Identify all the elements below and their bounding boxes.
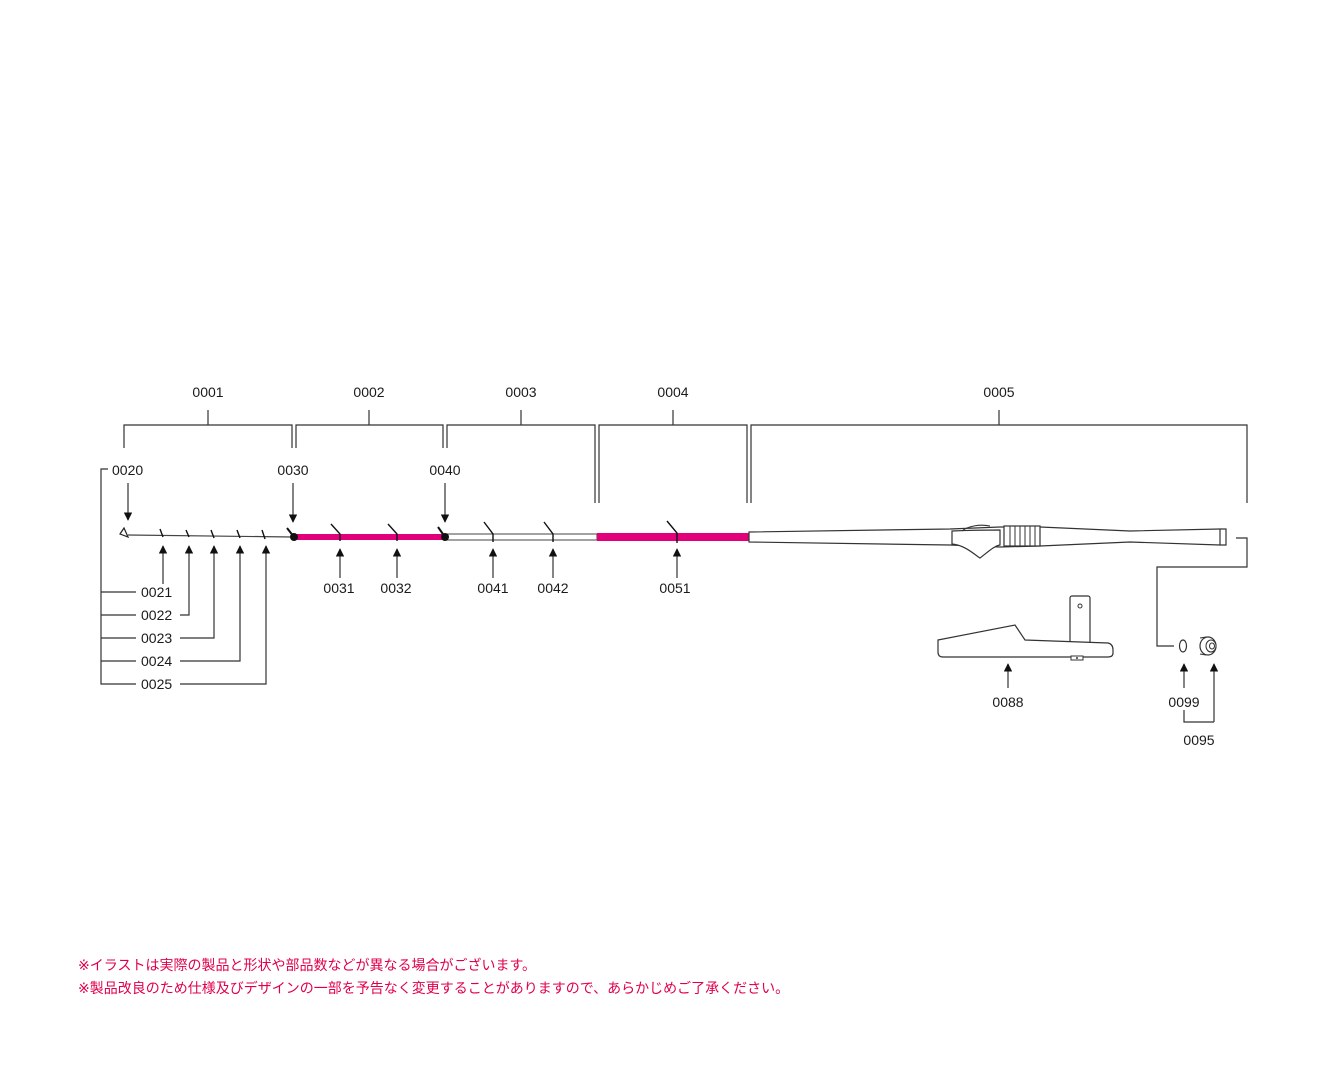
- rod-blank: [119, 524, 1227, 559]
- callout-0020: 0020: [112, 462, 143, 521]
- guide-0041: [483, 521, 494, 542]
- label-0030: 0030: [277, 462, 308, 478]
- guide-0031: [330, 523, 341, 541]
- section-3-blank: [443, 533, 598, 541]
- section-label-0003: 0003: [505, 384, 536, 400]
- tip-section: [127, 534, 293, 538]
- label-0040: 0040: [429, 462, 460, 478]
- callout-0030: 0030: [277, 462, 309, 523]
- label-0022: 0022: [141, 607, 172, 623]
- section-bracket-0002: 0002: [295, 384, 444, 448]
- callout-0041: 0041: [477, 548, 509, 596]
- section-bracket-0005: 0005: [750, 384, 1248, 503]
- tip-top: [119, 526, 130, 539]
- section-label-0005: 0005: [983, 384, 1014, 400]
- o-ring-0099: [1178, 639, 1188, 653]
- label-0099: 0099: [1168, 694, 1199, 710]
- label-0032: 0032: [380, 580, 411, 596]
- reel-seat-trigger: [951, 529, 1001, 559]
- reel-seat-hood-0088: 0088: [937, 595, 1114, 710]
- label-0021: 0021: [141, 584, 172, 600]
- label-0025: 0025: [141, 676, 172, 692]
- callout-0042: 0042: [537, 548, 569, 596]
- callout-0031: 0031: [323, 548, 355, 596]
- label-0020: 0020: [112, 462, 143, 478]
- section-bracket-0004: 0004: [598, 384, 748, 503]
- label-0031: 0031: [323, 580, 354, 596]
- section-2-blank: [292, 534, 444, 540]
- section-label-0002: 0002: [353, 384, 384, 400]
- butt-cap-group: 0099 0095: [1156, 537, 1248, 748]
- section-label-0004: 0004: [657, 384, 688, 400]
- callout-group-sec1: 0021 0022 0023 0024 0025: [100, 468, 271, 692]
- callout-0032: 0032: [380, 548, 412, 596]
- label-0041: 0041: [477, 580, 508, 596]
- label-0042: 0042: [537, 580, 568, 596]
- section-bracket-0001: 0001: [123, 384, 293, 448]
- guide-0025: [261, 529, 266, 540]
- butt-cap-0095: [1199, 636, 1217, 656]
- label-0023: 0023: [141, 630, 172, 646]
- guide-0024: [236, 529, 241, 539]
- label-0051: 0051: [659, 580, 690, 596]
- callout-0051: 0051: [659, 548, 691, 596]
- locking-nut: [1003, 525, 1041, 547]
- guide-0032: [387, 523, 398, 541]
- label-0088: 0088: [992, 694, 1023, 710]
- section-label-0001: 0001: [192, 384, 223, 400]
- label-0024: 0024: [141, 653, 172, 669]
- guide-0022: [185, 529, 190, 538]
- guide-0021: [159, 528, 164, 538]
- note-spec-change: ※製品改良のため仕様及びデザインの一部を予告なく変更することがありますので、あら…: [78, 981, 790, 997]
- guide-0023: [210, 529, 215, 539]
- section-bracket-0003: 0003: [446, 384, 596, 503]
- section-4-blank: [597, 533, 749, 541]
- footnotes: ※イラストは実際の製品と形状や部品数などが異なる場合がございます。 ※製品改良の…: [78, 955, 789, 1001]
- note-illustration: ※イラストは実際の製品と形状や部品数などが異なる場合がございます。: [78, 958, 537, 974]
- callout-0040: 0040: [429, 462, 461, 523]
- guides: [159, 520, 678, 543]
- guide-0042: [543, 521, 554, 542]
- label-0095: 0095: [1183, 732, 1214, 748]
- guide-0051: [666, 520, 678, 543]
